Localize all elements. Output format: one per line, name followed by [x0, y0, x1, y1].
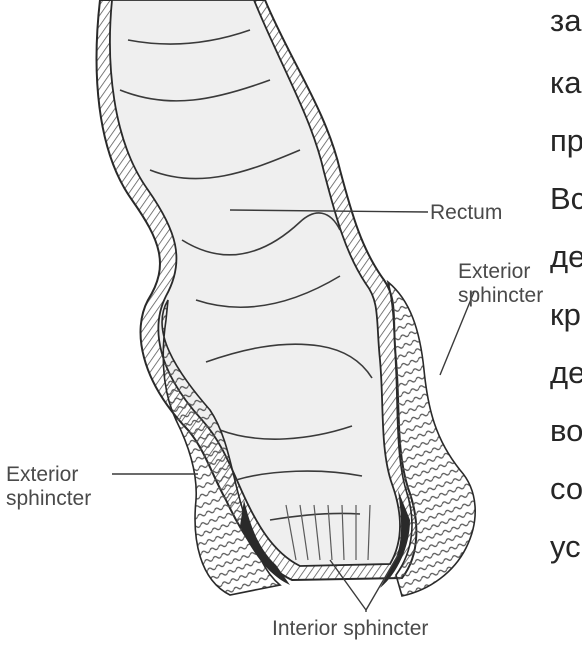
label-rectum: Rectum — [430, 201, 502, 225]
side-text-fragment: ус — [550, 530, 581, 564]
label-exterior-sphincter-left: Exterior sphincter — [6, 463, 91, 511]
label-line: sphincter — [458, 284, 543, 308]
side-text-fragment: ка — [550, 66, 581, 100]
label-line: sphincter — [6, 487, 91, 511]
side-text-fragment: пр — [550, 124, 582, 158]
label-line: Exterior — [6, 463, 91, 487]
label-line: Exterior — [458, 260, 543, 284]
side-text-fragment: де — [550, 240, 582, 274]
side-text-fragment: де — [550, 356, 582, 390]
side-text-fragment: со — [550, 472, 582, 506]
side-text-fragment: кр — [550, 298, 581, 332]
side-text-fragment: за — [550, 4, 581, 38]
side-text-fragment: во — [550, 414, 582, 448]
label-interior-sphincter: Interior sphincter — [272, 617, 428, 641]
label-exterior-sphincter-right: Exterior sphincter — [458, 260, 543, 308]
side-text-fragment: Вс — [550, 182, 582, 216]
